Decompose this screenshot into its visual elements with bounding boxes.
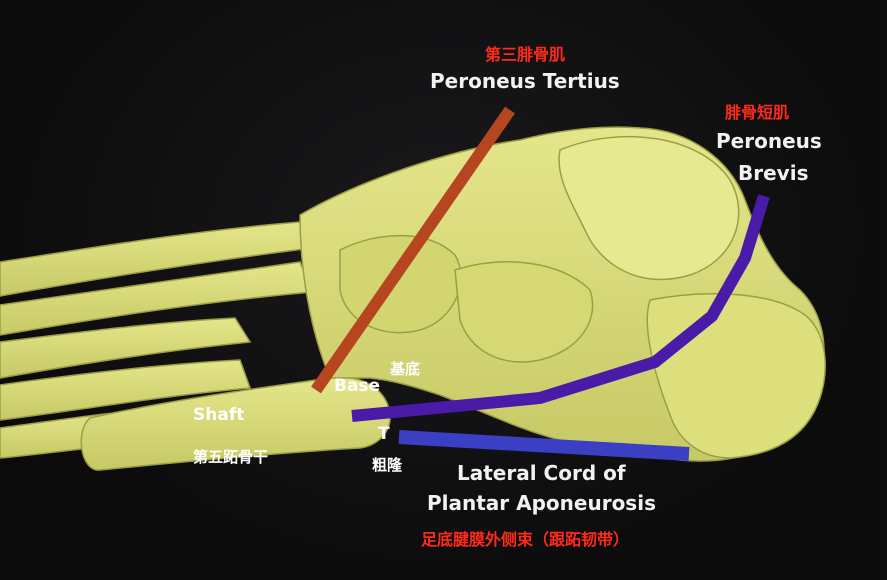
peroneus-tertius-line (311, 106, 515, 394)
fifth-metatarsal (80, 376, 391, 471)
lateral-cord-line (398, 430, 690, 461)
toe-bones (0, 221, 314, 459)
base-en-label: Base (334, 376, 381, 396)
peroneus-tertius-cn-label: 第三腓骨肌 (485, 45, 566, 64)
tuberosity-en-label: T (378, 424, 390, 444)
shaft-en-label: Shaft (193, 405, 245, 425)
peroneus-brevis-en-label-2: Brevis (738, 161, 809, 185)
shaft-cn-label: 第五跖骨干 (193, 448, 269, 466)
tuberosity-cn-label: 粗隆 (372, 456, 403, 474)
peroneus-brevis-line (351, 194, 770, 422)
peroneus-brevis-cn-label: 腓骨短肌 (725, 103, 790, 122)
base-cn-label: 基底 (390, 360, 421, 378)
peroneus-brevis-en-label-1: Peroneus (716, 129, 822, 153)
lateral-cord-cn-label: 足底腱膜外侧束（跟跖韧带） (421, 530, 630, 549)
lateral-cord-en-label-2: Plantar Aponeurosis (427, 491, 656, 515)
peroneus-tertius-en-label: Peroneus Tertius (430, 69, 620, 93)
lateral-cord-en-label-1: Lateral Cord of (457, 461, 626, 485)
